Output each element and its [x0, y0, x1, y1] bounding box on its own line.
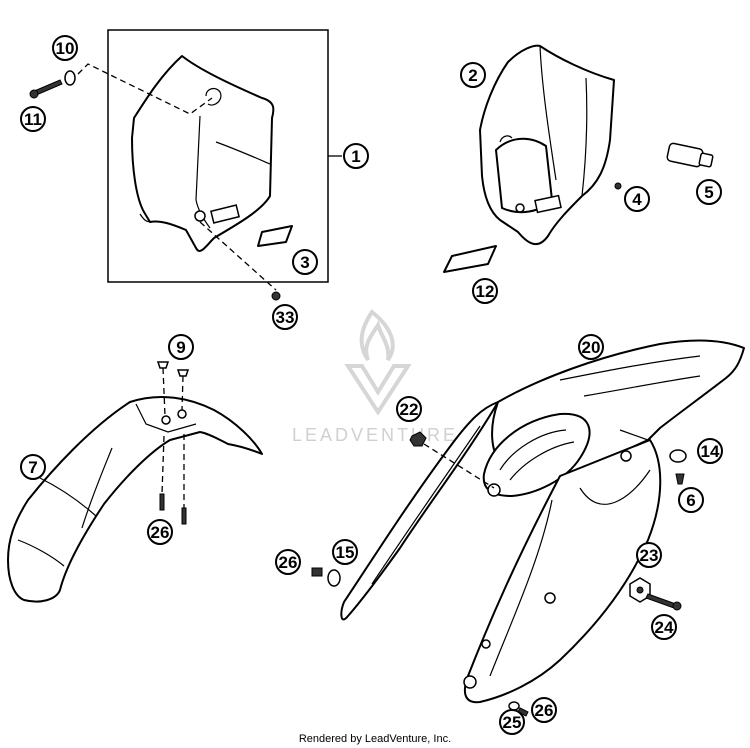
svg-text:4: 4 [632, 190, 642, 209]
svg-text:26: 26 [279, 553, 298, 572]
footer-credit: Rendered by LeadVenture, Inc. [299, 733, 451, 745]
front-fender [7, 396, 263, 603]
callout-7[interactable]: 7 [20, 454, 46, 480]
callout-26-bottom[interactable]: 26 [531, 697, 557, 723]
svg-text:24: 24 [655, 618, 674, 637]
svg-text:1: 1 [351, 147, 360, 166]
callout-22[interactable]: 22 [396, 396, 422, 422]
callout-1[interactable]: 1 [343, 143, 369, 169]
watermark: LEADVENTURE [292, 309, 458, 445]
svg-text:5: 5 [704, 183, 713, 202]
grommet-14 [669, 449, 687, 463]
connector-5 [666, 142, 714, 168]
callout-4[interactable]: 4 [624, 186, 650, 212]
screw-26-bottom [517, 707, 529, 717]
svg-text:6: 6 [686, 491, 695, 510]
svg-text:11: 11 [24, 110, 42, 129]
svg-text:3: 3 [300, 253, 309, 272]
svg-text:33: 33 [276, 308, 295, 327]
callout-12[interactable]: 12 [472, 278, 498, 304]
screw-11 [29, 79, 63, 99]
callout-33[interactable]: 33 [272, 304, 298, 330]
number-plate-front [131, 55, 275, 252]
svg-text:12: 12 [476, 282, 495, 301]
bolt-24 [645, 593, 682, 611]
svg-text:22: 22 [400, 400, 419, 419]
nut-22 [409, 431, 427, 447]
svg-text:2: 2 [468, 66, 477, 85]
callout-20[interactable]: 20 [578, 334, 604, 360]
callout-26-front[interactable]: 26 [147, 519, 173, 545]
screw-33 [271, 291, 281, 301]
nut-23 [629, 577, 651, 603]
watermark-text: LEADVENTURE [292, 425, 458, 445]
rear-fender [340, 339, 745, 704]
callout-3[interactable]: 3 [292, 249, 318, 275]
svg-text:10: 10 [56, 39, 75, 58]
callout-15[interactable]: 15 [332, 539, 358, 565]
callout-9[interactable]: 9 [168, 334, 194, 360]
callout-6[interactable]: 6 [678, 487, 704, 513]
sticker-3 [257, 225, 293, 247]
svg-text:26: 26 [535, 701, 554, 720]
callout-14[interactable]: 14 [697, 438, 723, 464]
callout-23[interactable]: 23 [636, 542, 662, 568]
svg-text:9: 9 [176, 338, 185, 357]
callout-5[interactable]: 5 [696, 179, 722, 205]
callout-2[interactable]: 2 [460, 62, 486, 88]
callout-24[interactable]: 24 [651, 614, 677, 640]
screw-26-rear [311, 567, 323, 577]
screw-9b [176, 369, 190, 377]
screw-4 [614, 182, 622, 190]
washer-25 [508, 701, 520, 711]
callout-11[interactable]: 11 [20, 106, 46, 132]
svg-text:20: 20 [582, 338, 601, 357]
screw-6 [675, 473, 685, 485]
grommet-15 [327, 569, 341, 587]
callout-26-rear[interactable]: 26 [275, 549, 301, 575]
svg-text:15: 15 [336, 543, 355, 562]
callout-25[interactable]: 25 [499, 709, 525, 735]
svg-text:25: 25 [503, 713, 522, 732]
svg-text:14: 14 [701, 442, 720, 461]
washer-10 [64, 70, 76, 86]
svg-text:7: 7 [28, 458, 37, 477]
svg-text:23: 23 [640, 546, 659, 565]
svg-text:26: 26 [151, 523, 170, 542]
sticker-12 [443, 245, 497, 273]
number-plate-assembly [479, 44, 615, 246]
callout-10[interactable]: 10 [52, 35, 78, 61]
screw-9a [156, 361, 170, 369]
